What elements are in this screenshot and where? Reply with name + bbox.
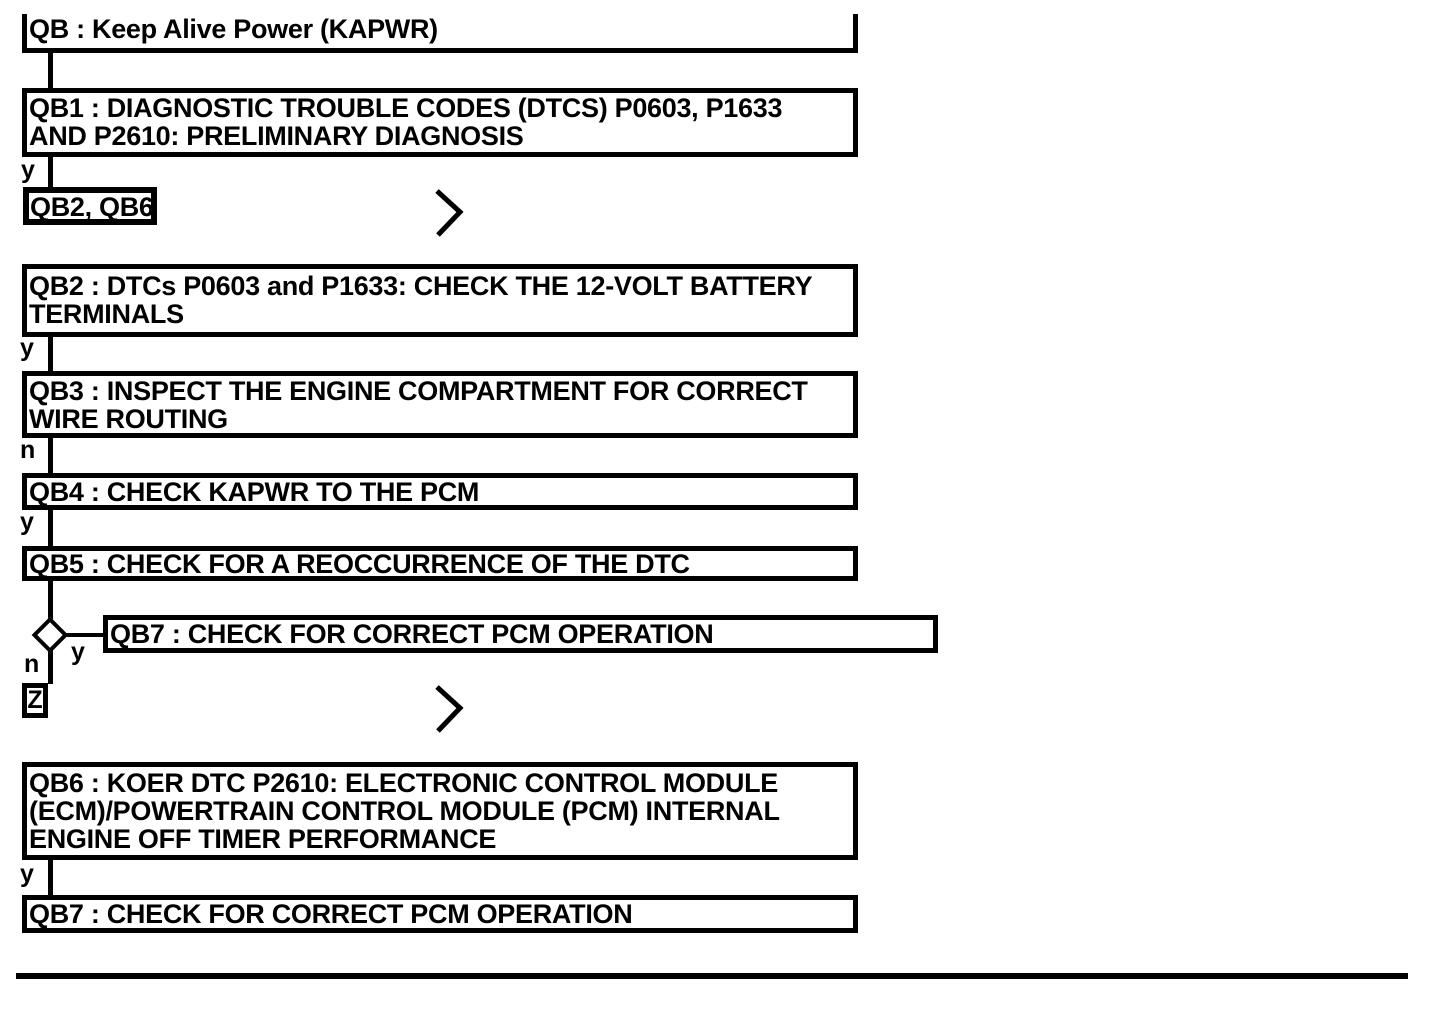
node-text: QB : Keep Alive Power (KAPWR) — [29, 14, 438, 44]
node-text: QB2 : DTCs P0603 and P1633: CHECK THE 12… — [29, 271, 813, 301]
connector-qb2-to-qb3 — [48, 336, 53, 372]
node-qb4: QB4 : CHECK KAPWR TO THE PCM — [22, 473, 858, 510]
separator-rule — [16, 973, 1408, 979]
node-text: QB4 : CHECK KAPWR TO THE PCM — [29, 477, 480, 507]
chevron-right-icon — [435, 685, 464, 733]
branch-label-no: n — [20, 436, 36, 464]
branch-label-yes: y — [20, 334, 34, 362]
node-text: ENGINE OFF TIMER PERFORMANCE — [29, 824, 497, 854]
node-qb7-branch: QB7 : CHECK FOR CORRECT PCM OPERATION — [103, 615, 938, 653]
node-text: AND P2610: PRELIMINARY DIAGNOSIS — [29, 121, 524, 151]
chevron-right-icon — [435, 189, 464, 237]
node-text: QB1 : DIAGNOSTIC TROUBLE CODES (DTCS) P0… — [29, 93, 783, 123]
connector-qb6-to-qb7 — [48, 859, 53, 896]
branch-label-yes: y — [20, 508, 34, 536]
branch-label-yes: y — [20, 860, 34, 888]
connector-qb4-to-qb5 — [48, 509, 53, 547]
node-text: TERMINALS — [29, 299, 184, 329]
node-text: QB3 : INSPECT THE ENGINE COMPARTMENT FOR… — [29, 376, 808, 406]
continuation-z-box: Z — [22, 683, 48, 718]
node-text: QB7 : CHECK FOR CORRECT PCM OPERATION — [110, 619, 714, 649]
node-qb1: QB1 : DIAGNOSTIC TROUBLE CODES (DTCS) P0… — [22, 88, 858, 157]
node-qb6: QB6 : KOER DTC P2610: ELECTRONIC CONTROL… — [22, 762, 858, 860]
branch-label-no: n — [24, 650, 40, 678]
connector-qb5-to-decision — [48, 580, 53, 622]
node-qb3: QB3 : INSPECT THE ENGINE COMPARTMENT FOR… — [22, 371, 858, 438]
connector-decision-to-qb7 — [64, 633, 104, 637]
node-qb-title: QB : Keep Alive Power (KAPWR) — [22, 14, 858, 53]
node-text: WIRE ROUTING — [29, 404, 228, 434]
connector-decision-to-z — [48, 650, 53, 684]
node-text: QB5 : CHECK FOR A REOCCURRENCE OF THE DT… — [29, 549, 690, 579]
node-qb2: QB2 : DTCs P0603 and P1633: CHECK THE 12… — [22, 264, 858, 337]
node-text: QB6 : KOER DTC P2610: ELECTRONIC CONTROL… — [29, 768, 778, 798]
node-text: (ECM)/POWERTRAIN CONTROL MODULE (PCM) IN… — [29, 796, 780, 826]
node-text: QB2, QB6 — [30, 192, 154, 222]
connector-qb3-to-qb4 — [48, 437, 53, 474]
node-qb2-qb6-ref: QB2, QB6 — [23, 187, 157, 225]
node-qb7-end: QB7 : CHECK FOR CORRECT PCM OPERATION — [22, 895, 858, 933]
decision-diamond — [31, 616, 69, 654]
node-text: Z — [27, 686, 43, 714]
connector-qb-to-qb1 — [48, 52, 53, 89]
node-text: QB7 : CHECK FOR CORRECT PCM OPERATION — [29, 899, 633, 929]
node-qb5: QB5 : CHECK FOR A REOCCURRENCE OF THE DT… — [22, 546, 858, 581]
branch-label-yes: y — [21, 156, 35, 184]
connector-qb1-to-qb2qb6 — [48, 156, 53, 188]
branch-label-yes: y — [71, 638, 85, 666]
